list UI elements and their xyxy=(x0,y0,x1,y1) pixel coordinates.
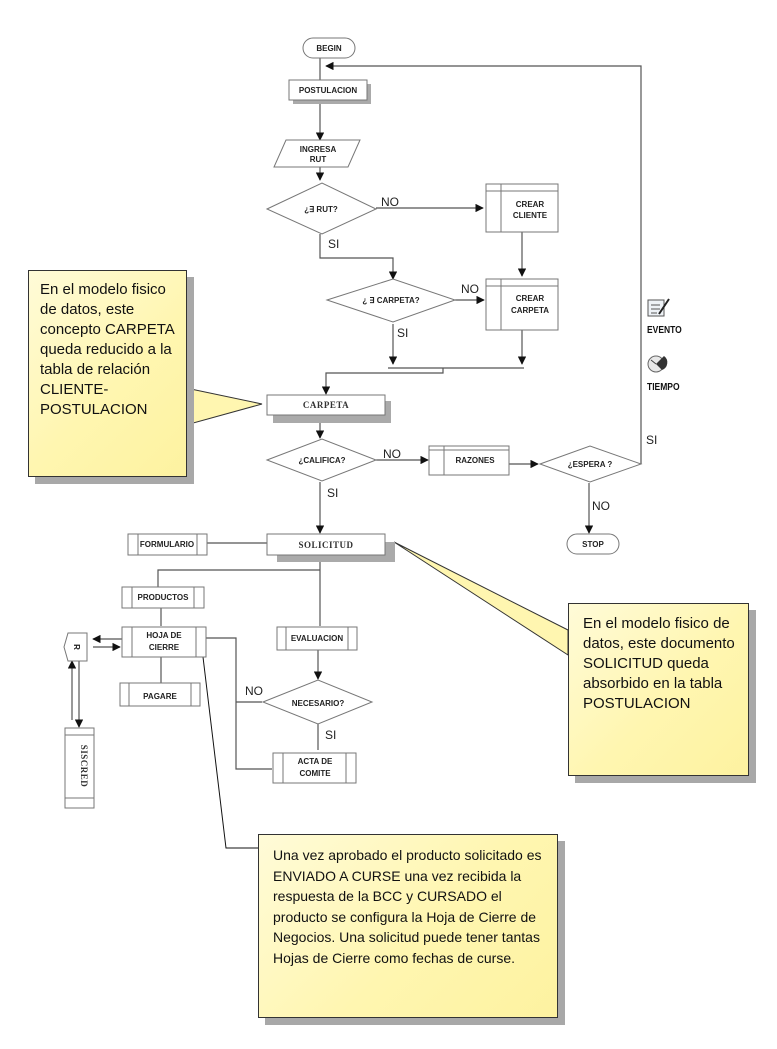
edge-espera-si-loop xyxy=(325,61,642,464)
node-necesario-label: NECESARIO? xyxy=(292,699,345,708)
node-evaluacion[interactable]: EVALUACION xyxy=(276,626,358,651)
node-existe-rut-label: ¿∃ RUT? xyxy=(304,205,338,214)
time-clock-icon xyxy=(647,355,668,373)
edge-solicitud-productos xyxy=(157,569,320,587)
node-stop-label: STOP xyxy=(582,540,604,549)
edge-label-carpeta-si: SI xyxy=(397,326,408,340)
node-crear-cliente-line1: CREAR xyxy=(516,200,545,209)
legend-tiempo-label: TIEMPO xyxy=(647,382,680,393)
callout-carpeta-note: En el modelo fisico de datos, este conce… xyxy=(28,270,187,477)
edge-label-espera-no: NO xyxy=(592,499,610,513)
edge-label-espera-si: SI xyxy=(646,433,657,447)
legend-evento-label: EVENTO xyxy=(647,325,682,336)
node-carpeta[interactable]: CARPETA xyxy=(266,394,391,423)
node-postulacion[interactable]: POSTULACION xyxy=(288,79,371,104)
node-existe-carpeta-label: ¿ ∃ CARPETA? xyxy=(362,296,419,305)
node-r[interactable]: R xyxy=(63,632,88,662)
callout-hoja-cierre-note: Una vez aprobado el producto solicitado … xyxy=(258,834,558,1018)
node-crear-cliente[interactable]: CREAR CLIENTE xyxy=(485,183,559,233)
edge-label-califica-no: NO xyxy=(383,447,401,461)
node-ingresa-rut-line2: RUT xyxy=(310,155,327,164)
node-postulacion-label: POSTULACION xyxy=(299,86,357,95)
event-notepad-icon xyxy=(647,298,670,317)
node-productos-label: PRODUCTOS xyxy=(138,593,190,602)
edge-label-necesario-no: NO xyxy=(245,684,263,698)
node-crear-cliente-line2: CLIENTE xyxy=(513,211,548,220)
node-carpeta-label: CARPETA xyxy=(303,400,349,410)
node-formulario[interactable]: FORMULARIO xyxy=(127,533,208,556)
node-razones-label: RAZONES xyxy=(455,456,495,465)
callout-pointer-hoja xyxy=(202,656,258,849)
edge-rut-si xyxy=(319,234,398,280)
node-productos[interactable]: PRODUCTOS xyxy=(121,586,205,609)
node-siscred-label: SISCRED xyxy=(79,745,89,788)
node-begin[interactable]: BEGIN xyxy=(302,37,356,59)
edge-label-necesario-si: SI xyxy=(325,728,336,742)
edge-hoja-acta xyxy=(206,637,272,770)
node-acta-de-comite-line1: ACTA DE xyxy=(298,757,333,766)
node-existe-carpeta[interactable]: ¿ ∃ CARPETA? xyxy=(325,278,457,323)
node-stop[interactable]: STOP xyxy=(566,533,620,555)
callout-pointer-carpeta xyxy=(185,387,263,426)
node-pagare[interactable]: PAGARE xyxy=(119,682,201,707)
edge-label-rut-si: SI xyxy=(328,237,339,251)
node-formulario-label: FORMULARIO xyxy=(140,540,194,549)
node-ingresa-rut[interactable]: INGRESA RUT xyxy=(273,139,361,168)
edge-label-rut-no: NO xyxy=(381,195,399,209)
node-califica-label: ¿CALIFICA? xyxy=(298,456,345,465)
node-pagare-label: PAGARE xyxy=(143,692,177,701)
node-necesario[interactable]: NECESARIO? xyxy=(261,679,374,725)
node-solicitud-label: SOLICITUD xyxy=(298,540,353,550)
node-crear-carpeta[interactable]: CREAR CARPETA xyxy=(485,278,559,331)
node-acta-de-comite-line2: COMITE xyxy=(299,769,331,778)
node-crear-carpeta-line2: CARPETA xyxy=(511,306,549,315)
node-solicitud[interactable]: SOLICITUD xyxy=(266,533,395,562)
node-r-label: R xyxy=(72,644,81,650)
node-existe-rut[interactable]: ¿∃ RUT? xyxy=(265,182,378,235)
node-hoja-de-cierre-line2: CIERRE xyxy=(149,643,180,652)
node-espera[interactable]: ¿ESPERA ? xyxy=(538,445,643,483)
callout-solicitud-note: En el modelo fisico de datos, este docum… xyxy=(568,603,749,776)
node-califica[interactable]: ¿CALIFICA? xyxy=(265,438,378,482)
edge-merge-carpeta xyxy=(321,368,444,395)
edge-label-califica-si: SI xyxy=(327,486,338,500)
node-ingresa-rut-line1: INGRESA xyxy=(300,145,337,154)
edge-label-carpeta-no: NO xyxy=(461,282,479,296)
node-espera-label: ¿ESPERA ? xyxy=(568,460,613,469)
node-begin-label: BEGIN xyxy=(316,44,342,53)
node-siscred[interactable]: SISCRED xyxy=(64,727,95,809)
node-evaluacion-label: EVALUACION xyxy=(291,634,344,643)
node-acta-de-comite[interactable]: ACTA DE COMITE xyxy=(272,752,357,784)
node-crear-carpeta-line1: CREAR xyxy=(516,294,545,303)
node-hoja-de-cierre-line1: HOJA DE xyxy=(146,631,182,640)
node-razones[interactable]: RAZONES xyxy=(428,445,510,476)
node-hoja-de-cierre[interactable]: HOJA DE CIERRE xyxy=(121,626,207,658)
callout-pointer-solicitud xyxy=(393,541,569,656)
